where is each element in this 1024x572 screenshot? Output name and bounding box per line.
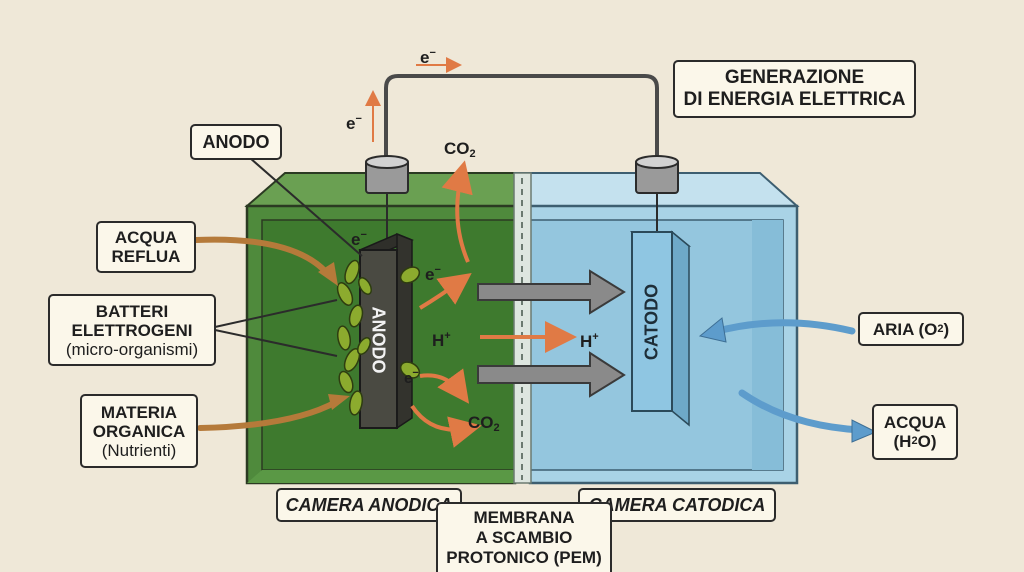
proton-exchange-membrane bbox=[513, 172, 532, 484]
membrane-label: MEMBRANA A SCAMBIO PROTONICO (PEM) bbox=[436, 502, 612, 572]
electron-symbol-left: e− bbox=[346, 113, 362, 133]
electron-symbol-anode-top: e− bbox=[351, 229, 367, 249]
proton-symbol-membrane: H+ bbox=[580, 331, 599, 351]
anode-reaction-arrows bbox=[410, 160, 577, 448]
organic-matter-label: MATERIA ORGANICA (Nutrienti) bbox=[80, 394, 198, 468]
wastewater-label: ACQUA REFLUA bbox=[96, 221, 196, 273]
bacteria-colony bbox=[336, 259, 421, 416]
cathode-electrode bbox=[629, 230, 692, 427]
external-circuit-wire bbox=[384, 74, 659, 162]
electron-symbol-anode-low: e− bbox=[404, 367, 419, 387]
anode-chamber-label: CAMERA ANODICA bbox=[276, 488, 462, 522]
anode-callout-label: ANODO bbox=[190, 124, 282, 160]
proton-migration-arrows bbox=[477, 269, 626, 398]
electrogenic-bacteria-label: BATTERI ELETTROGENI (micro-organismi) bbox=[48, 294, 216, 366]
anode-terminal bbox=[365, 155, 409, 194]
cathode-terminal bbox=[635, 155, 679, 194]
electron-symbol-anode-mid: e− bbox=[425, 264, 441, 284]
energy-generation-label: GENERAZIONE DI ENERGIA ELETTRICA bbox=[673, 60, 916, 118]
cathode-flow-arrows bbox=[710, 319, 864, 434]
co2-symbol-top: CO2 bbox=[444, 139, 476, 161]
co2-symbol-bottom: CO2 bbox=[468, 413, 500, 435]
anode-electrode-label: ANODO bbox=[368, 306, 389, 374]
callout-lines bbox=[214, 157, 363, 357]
proton-symbol-anode: H+ bbox=[432, 330, 451, 350]
cathode-electrode-label: CATODO bbox=[641, 283, 662, 361]
input-flow-arrows bbox=[193, 236, 339, 431]
electron-symbol-top: e− bbox=[420, 47, 436, 67]
electron-flow-arrows bbox=[365, 57, 462, 142]
